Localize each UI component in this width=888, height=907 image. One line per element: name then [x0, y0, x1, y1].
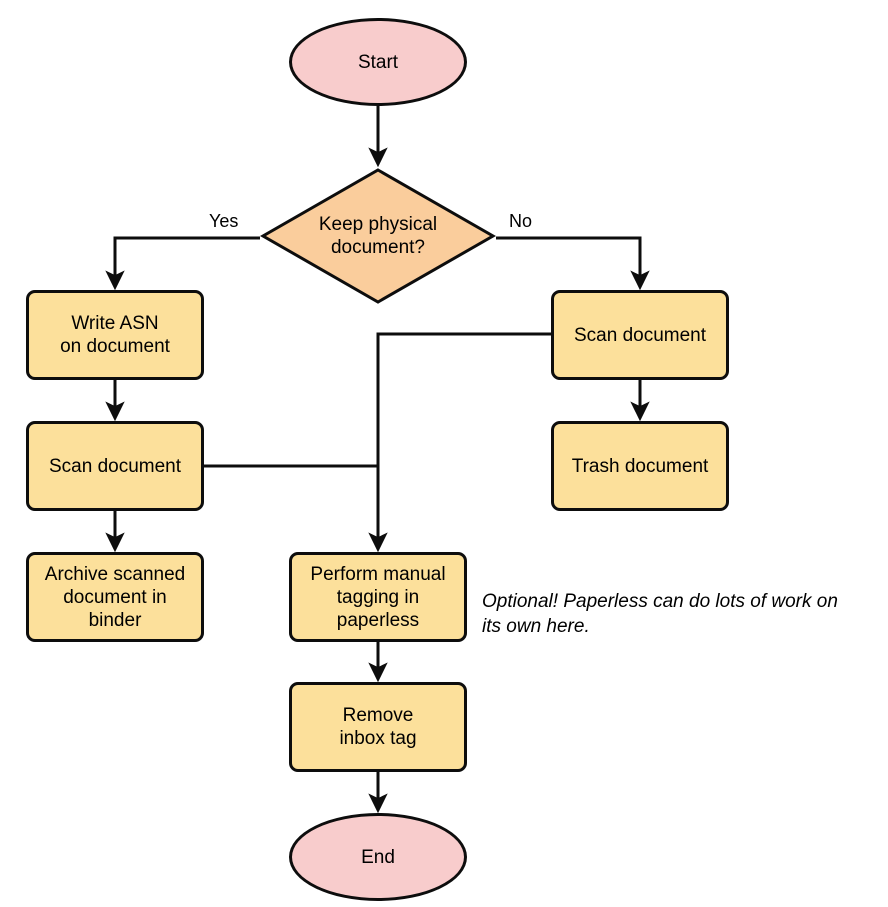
node-scan-document-right[interactable]: Scan document: [551, 290, 729, 380]
node-write-asn-on-document[interactable]: Write ASN on document: [26, 290, 204, 380]
edge-label-no: No: [509, 211, 533, 231]
node-archive-scanned-document[interactable]: Archive scanned document in binder: [26, 552, 204, 642]
diamond-shape: [259, 168, 497, 304]
node-start[interactable]: Start: [289, 18, 467, 106]
node-scan-document-left[interactable]: Scan document: [26, 421, 204, 511]
edge-decision-to-scan-right: [496, 236, 650, 291]
node-decision-keep-physical-document[interactable]: Keep physical document?: [259, 167, 497, 305]
node-end[interactable]: End: [289, 813, 467, 901]
edge-scan-right-to-manual-tagging: [368, 332, 551, 553]
node-remove-inbox-tag[interactable]: Remove inbox tag: [289, 682, 467, 772]
node-decision-label: Keep physical document?: [318, 214, 438, 258]
edge-label-yes: Yes: [209, 211, 239, 231]
node-trash-document[interactable]: Trash document: [551, 421, 729, 511]
edge-decision-to-write-asn: [105, 236, 260, 291]
annotation-optional-note: Optional! Paperless can do lots of work …: [482, 591, 838, 637]
node-perform-manual-tagging[interactable]: Perform manual tagging in paperless: [289, 552, 467, 642]
